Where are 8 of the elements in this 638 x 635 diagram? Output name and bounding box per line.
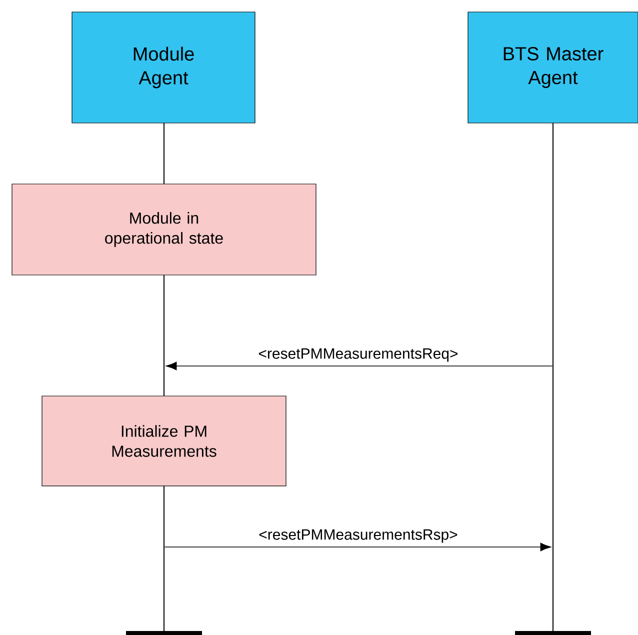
- message-arrow: [166, 362, 553, 370]
- state-box: Initialize PM Measurements: [42, 396, 286, 486]
- agent-box: BTS Master Agent: [468, 12, 638, 124]
- message-label: <resetPMMeasurementsRsp>: [259, 529, 458, 543]
- agent-box: Module Agent: [72, 12, 256, 124]
- message-label: <resetPMMeasurementsReq>: [258, 348, 458, 362]
- message-arrow: [164, 542, 552, 552]
- state-box: Module in operational state: [12, 184, 316, 276]
